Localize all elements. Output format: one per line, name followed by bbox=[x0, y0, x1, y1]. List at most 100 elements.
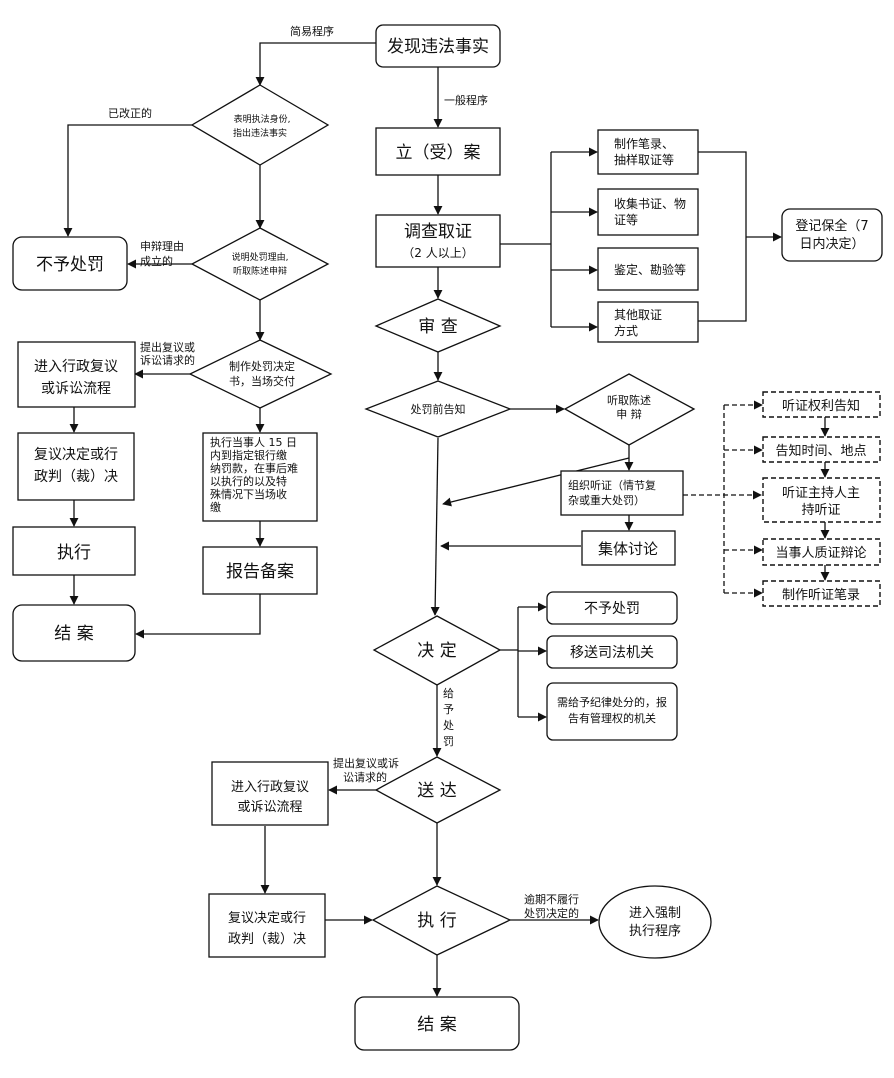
node-hp-time: 告知时间、地点 bbox=[762, 436, 881, 463]
node-hp-notice: 听证权利告知 bbox=[762, 391, 881, 418]
svg-text:进入行政复议: 进入行政复议 bbox=[34, 358, 118, 375]
svg-text:指出违法事实: 指出违法事实 bbox=[233, 127, 287, 139]
node-review-decision-left: 复议决定或行 政判（裁）决 bbox=[17, 432, 135, 501]
svg-text:告有管理权的机关: 告有管理权的机关 bbox=[568, 711, 656, 725]
node-pre-notice: 处罚前告知 bbox=[364, 380, 512, 438]
node-preserve: 登记保全（7 日内决定） bbox=[781, 208, 883, 262]
label-give-3: 罚 bbox=[443, 735, 454, 748]
svg-text:方式: 方式 bbox=[614, 323, 638, 338]
node-admin-review-left: 进入行政复议 或诉讼流程 bbox=[17, 341, 136, 408]
svg-text:报告备案: 报告备案 bbox=[226, 562, 294, 582]
node-decision-doc: 制作处罚决定 书，当场交付 bbox=[188, 339, 333, 409]
node-report: 报告备案 bbox=[202, 546, 318, 595]
svg-text:送 达: 送 达 bbox=[417, 781, 456, 801]
svg-text:其他取证: 其他取证 bbox=[614, 308, 662, 322]
svg-text:登记保全（7: 登记保全（7 bbox=[795, 218, 868, 234]
svg-text:执行: 执行 bbox=[57, 543, 91, 563]
svg-text:或诉讼流程: 或诉讼流程 bbox=[237, 800, 302, 815]
svg-text:复议决定或行: 复议决定或行 bbox=[34, 446, 118, 463]
svg-text:进入强制: 进入强制 bbox=[629, 906, 681, 921]
label-overdue-1: 处罚决定的 bbox=[524, 906, 579, 920]
node-out-transfer: 移送司法机关 bbox=[546, 635, 678, 669]
svg-text:证等: 证等 bbox=[614, 213, 638, 227]
label-appeal-bottom-1: 讼请求的 bbox=[343, 770, 387, 784]
svg-text:执行程序: 执行程序 bbox=[629, 924, 681, 939]
svg-text:政判（裁）决: 政判（裁）决 bbox=[34, 469, 118, 485]
svg-text:申 辩: 申 辩 bbox=[616, 407, 642, 421]
label-defense-1: 成立的 bbox=[140, 254, 173, 268]
svg-text:听取陈述申辩: 听取陈述申辩 bbox=[233, 265, 287, 277]
svg-text:复议决定或行: 复议决定或行 bbox=[228, 911, 306, 926]
node-close-bottom: 结 案 bbox=[354, 996, 520, 1051]
svg-text:制作笔录、: 制作笔录、 bbox=[614, 136, 674, 151]
svg-text:制作听证笔录: 制作听证笔录 bbox=[782, 587, 860, 603]
svg-text:执行当事人 15 日: 执行当事人 15 日 bbox=[210, 435, 297, 449]
svg-text:表明执法身份,: 表明执法身份, bbox=[234, 113, 291, 125]
svg-text:组织听证（情节复: 组织听证（情节复 bbox=[568, 478, 656, 492]
svg-text:执 行: 执 行 bbox=[417, 911, 456, 931]
svg-text:告知时间、地点: 告知时间、地点 bbox=[775, 443, 866, 459]
svg-text:结 案: 结 案 bbox=[417, 1015, 456, 1035]
node-hp-record: 制作听证笔录 bbox=[762, 580, 881, 607]
svg-text:政判（裁）决: 政判（裁）决 bbox=[228, 931, 306, 947]
connectors bbox=[63, 42, 830, 997]
label-give-0: 给 bbox=[443, 687, 454, 700]
svg-text:杂或重大处罚）: 杂或重大处罚） bbox=[568, 493, 645, 507]
svg-text:当事人质证辩论: 当事人质证辩论 bbox=[775, 546, 866, 561]
svg-text:收集书证、物: 收集书证、物 bbox=[614, 196, 686, 211]
node-hear-statement: 听取陈述 申 辩 bbox=[563, 373, 696, 446]
svg-text:（2 人以上）: （2 人以上） bbox=[402, 246, 473, 260]
svg-text:或诉讼流程: 或诉讼流程 bbox=[41, 381, 111, 397]
svg-text:不予处罚: 不予处罚 bbox=[584, 601, 640, 617]
svg-text:纳罚款，在事后难: 纳罚款，在事后难 bbox=[210, 461, 298, 475]
label-general: 一般程序 bbox=[444, 93, 488, 107]
svg-text:移送司法机关: 移送司法机关 bbox=[570, 645, 654, 661]
label-appeal-left-1: 诉讼请求的 bbox=[140, 353, 195, 367]
svg-text:听证权利告知: 听证权利告知 bbox=[782, 398, 860, 414]
svg-text:需给予纪律处分的，报: 需给予纪律处分的，报 bbox=[557, 695, 667, 709]
node-identity: 表明执法身份, 指出违法事实 bbox=[190, 84, 330, 166]
svg-text:缴: 缴 bbox=[210, 500, 221, 514]
svg-text:抽样取证等: 抽样取证等 bbox=[614, 152, 674, 167]
label-appeal-left-0: 提出复议或 bbox=[140, 340, 195, 354]
svg-text:说明处罚理由,: 说明处罚理由, bbox=[232, 251, 289, 263]
svg-text:听取陈述: 听取陈述 bbox=[607, 393, 651, 407]
node-execute-bottom: 执 行 bbox=[371, 885, 512, 956]
svg-text:持听证: 持听证 bbox=[801, 503, 840, 518]
node-ev-appraise: 鉴定、勘验等 bbox=[597, 247, 699, 291]
svg-text:结 案: 结 案 bbox=[54, 624, 93, 644]
node-execute-left: 执行 bbox=[12, 526, 136, 576]
node-deliver: 送 达 bbox=[374, 756, 502, 824]
label-overdue-0: 逾期不履行 bbox=[524, 892, 579, 906]
node-close-left: 结 案 bbox=[12, 604, 136, 662]
node-ev-other: 其他取证 方式 bbox=[597, 301, 699, 343]
label-give-1: 予 bbox=[443, 703, 454, 716]
svg-text:不予处罚: 不予处罚 bbox=[36, 255, 104, 275]
svg-text:殊情况下当场收: 殊情况下当场收 bbox=[210, 487, 287, 501]
svg-text:处罚前告知: 处罚前告知 bbox=[411, 402, 466, 416]
svg-text:听证主持人主: 听证主持人主 bbox=[782, 486, 860, 501]
node-collective: 集体讨论 bbox=[581, 530, 676, 566]
node-review-decision-bottom: 复议决定或行 政判（裁）决 bbox=[208, 893, 326, 958]
node-explain: 说明处罚理由, 听取陈述申辩 bbox=[190, 227, 330, 301]
svg-text:日内决定）: 日内决定） bbox=[799, 236, 864, 252]
node-filing: 立（受）案 bbox=[375, 127, 501, 176]
node-ev-record: 制作笔录、 抽样取证等 bbox=[597, 129, 699, 175]
node-decide: 决 定 bbox=[372, 615, 502, 686]
svg-text:书，当场交付: 书，当场交付 bbox=[229, 374, 295, 388]
svg-text:内到指定银行缴: 内到指定银行缴 bbox=[210, 448, 287, 462]
label-simple: 简易程序 bbox=[290, 24, 334, 38]
svg-text:集体讨论: 集体讨论 bbox=[598, 540, 658, 558]
svg-text:制作处罚决定: 制作处罚决定 bbox=[229, 359, 295, 373]
svg-text:立（受）案: 立（受）案 bbox=[396, 143, 481, 163]
node-out-discipline: 需给予纪律处分的，报 告有管理权的机关 bbox=[546, 682, 678, 741]
svg-text:审 查: 审 查 bbox=[418, 317, 457, 337]
node-hp-host: 听证主持人主 持听证 bbox=[762, 477, 881, 523]
node-out-no-penalty: 不予处罚 bbox=[546, 591, 678, 625]
svg-text:鉴定、勘验等: 鉴定、勘验等 bbox=[614, 262, 686, 277]
edge-labels: 简易程序 一般程序 已改正的 申辩理由 成立的 提出复议或 诉讼请求的 给 予 … bbox=[108, 24, 579, 920]
node-enforce: 进入强制 执行程序 bbox=[598, 885, 712, 959]
node-hearing: 组织听证（情节复 杂或重大处罚） bbox=[560, 470, 684, 516]
node-ev-collect: 收集书证、物 证等 bbox=[597, 188, 699, 236]
